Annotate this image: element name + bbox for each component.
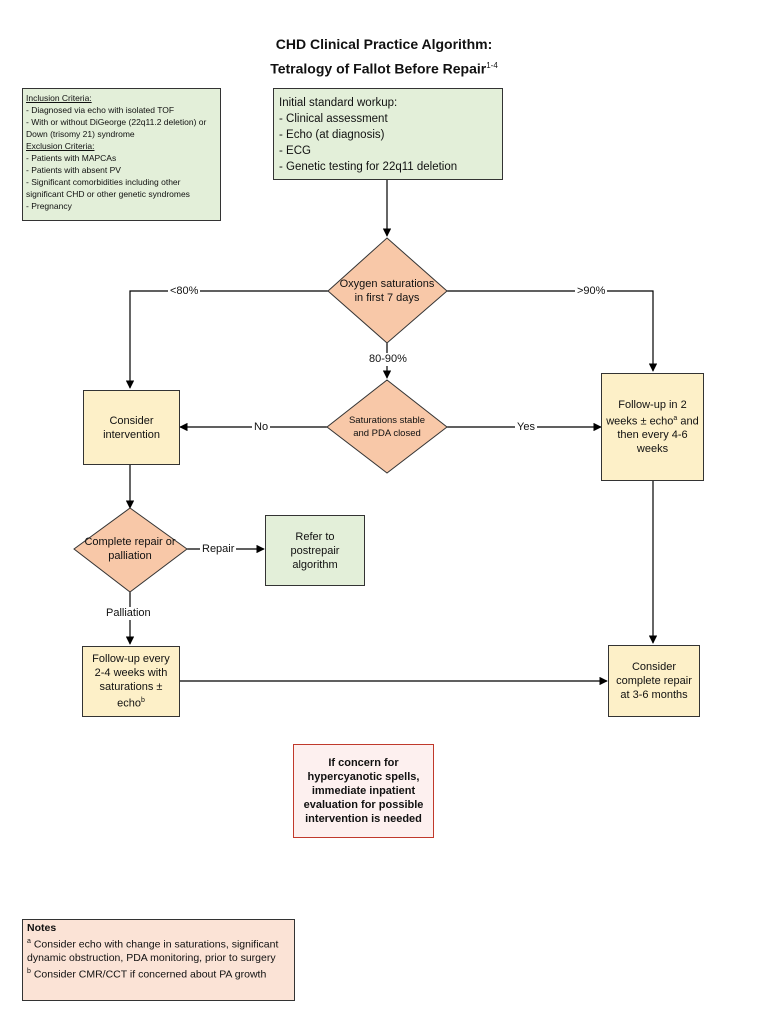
edge-label-palliation: Palliation [104, 607, 153, 620]
edge-label-yes: Yes [515, 421, 537, 434]
edge-oxygen-lt80 [125, 290, 328, 389]
refer-postrepair-box: Refer to postrepair algorithm [265, 515, 365, 586]
edge-label-gt90: >90% [575, 285, 608, 298]
diamond-repair-shape [73, 507, 188, 593]
workup-item: - Genetic testing for 22q11 deletion [279, 161, 458, 173]
followup-2-4-weeks-box: Follow-up every 2-4 weeks with saturatio… [82, 646, 180, 717]
inclusion-heading: Inclusion Criteria: [26, 93, 92, 103]
title-line-1: CHD Clinical Practice Algorithm: [275, 36, 493, 52]
consider-intervention-box: Consider intervention [83, 390, 180, 465]
workup-item: - ECG [279, 145, 311, 157]
workup-item: - Clinical assessment [279, 113, 388, 125]
edge-label-no: No [252, 421, 271, 434]
workup-item: - Echo (at diagnosis) [279, 129, 385, 141]
note-b: b Consider CMR/CCT if concerned about PA… [27, 967, 267, 981]
exclusion-heading: Exclusion Criteria: [26, 141, 95, 151]
title-superscript: 1-4 [486, 61, 498, 70]
edge-label-repair: Repair [200, 543, 237, 556]
workup-heading: Initial standard workup: [279, 97, 398, 109]
edge-label-80-90: 80-90% [367, 353, 409, 366]
inclusion-item: - Diagnosed via echo with isolated TOF [26, 105, 175, 115]
exclusion-item: - Pregnancy [26, 201, 72, 211]
edge-label-lt80: <80% [168, 285, 201, 298]
page-title: CHD Clinical Practice Algorithm: Tetralo… [0, 34, 768, 80]
exclusion-item: - Significant comorbidities including ot… [26, 177, 190, 199]
notes-box: Notes a Consider echo with change in sat… [22, 919, 295, 1001]
hypercyanotic-warning-box: If concern for hypercyanotic spells, imm… [293, 744, 434, 838]
inclusion-item: - With or without DiGeorge (22q11.2 dele… [26, 117, 207, 139]
diamond-oxygen-shape [327, 237, 448, 344]
exclusion-item: - Patients with MAPCAs [26, 153, 117, 163]
followup-2-weeks-box: Follow-up in 2 weeks ± echoa and then ev… [601, 373, 704, 481]
consider-complete-repair-box: Consider complete repair at 3-6 months [608, 645, 700, 717]
diamond-stable: Saturations stable and PDA closed [348, 415, 426, 439]
diamond-stable-shape [326, 379, 448, 474]
title-line-2: Tetralogy of Fallot Before Repair1-4 [270, 60, 498, 77]
exclusion-item: - Patients with absent PV [26, 165, 121, 175]
diamond-oxygen: Oxygen saturations in first 7 days [339, 278, 435, 304]
notes-heading: Notes [27, 922, 57, 934]
workup-box: Initial standard workup: - Clinical asse… [273, 88, 503, 180]
diamond-repair-or-palliation: Complete repair or palliation [84, 536, 176, 562]
criteria-box: Inclusion Criteria: - Diagnosed via echo… [22, 88, 221, 221]
edge-oxygen-gt90 [447, 290, 658, 372]
note-a: a Consider echo with change in saturatio… [27, 938, 279, 964]
